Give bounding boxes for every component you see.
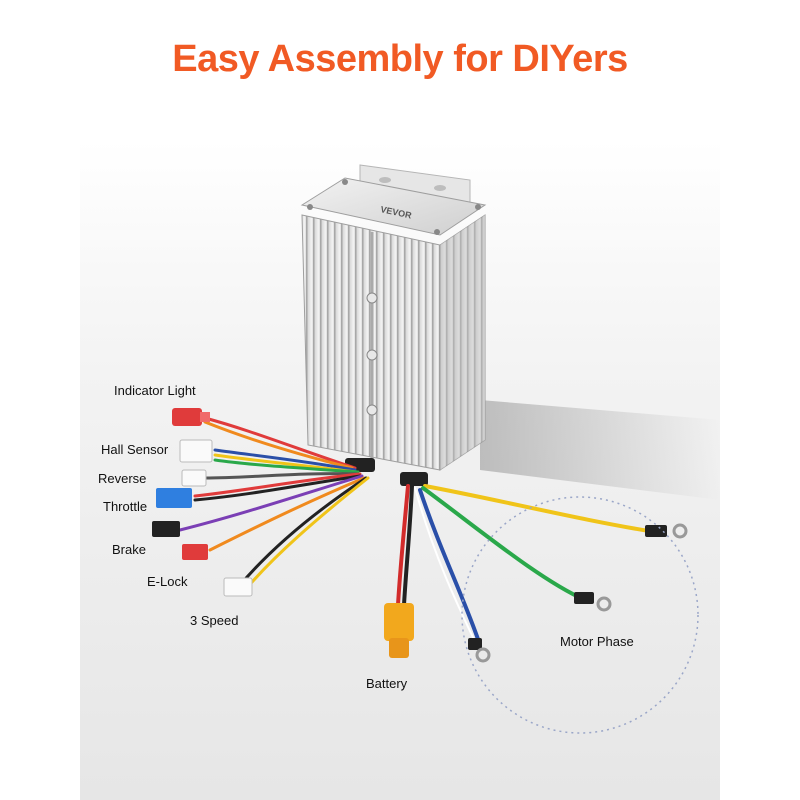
controller-shadow — [480, 400, 720, 500]
label-battery: Battery — [366, 676, 408, 691]
reverse-connector — [181, 469, 207, 487]
battery-wires — [396, 484, 414, 607]
elock-connector — [182, 544, 208, 560]
battery-connector — [384, 603, 414, 658]
brake-connector — [152, 521, 180, 537]
hall-sensor-connector — [179, 439, 213, 463]
label-reverse: Reverse — [98, 471, 147, 486]
label-hall-sensor: Hall Sensor — [101, 442, 169, 457]
controller-box: VEVOR — [300, 177, 487, 486]
motor-phase-wires — [414, 484, 657, 649]
label-indicator-light: Indicator Light — [114, 383, 196, 398]
throttle-connector — [156, 488, 192, 508]
signal-wires — [178, 416, 370, 592]
phase-terminals — [468, 523, 688, 663]
label-3-speed: 3 Speed — [190, 613, 239, 628]
label-throttle: Throttle — [103, 499, 148, 514]
label-brake: Brake — [112, 542, 146, 557]
label-motor-phase: Motor Phase — [560, 634, 634, 649]
speed-connector — [223, 577, 253, 597]
label-e-lock: E-Lock — [147, 574, 188, 589]
indicator-light-connector — [172, 408, 210, 426]
page-title: Easy Assembly for DIYers — [172, 38, 628, 80]
motor-phase-highlight — [461, 496, 699, 734]
